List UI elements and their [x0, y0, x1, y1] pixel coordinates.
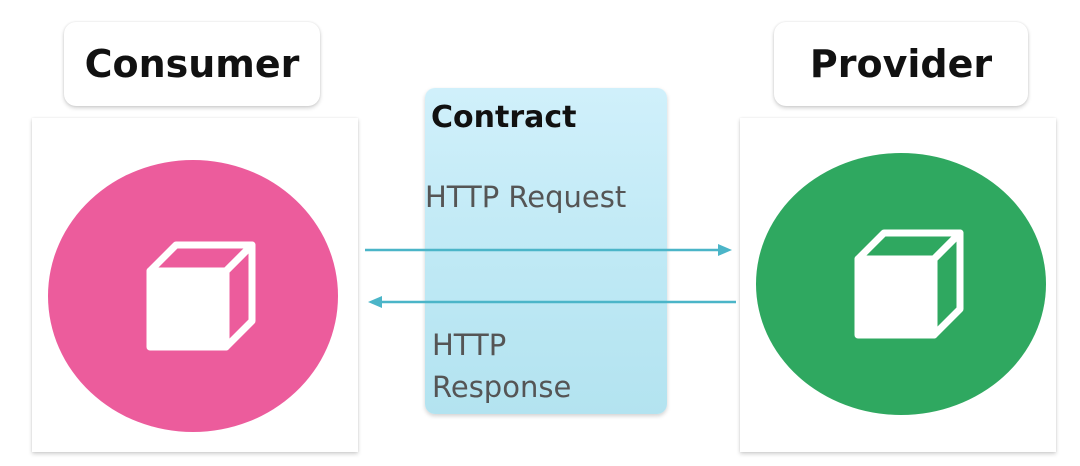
http-response-label: HTTP Response	[432, 324, 652, 408]
contract-title: Contract	[431, 100, 577, 135]
http-request-label: HTTP Request	[425, 180, 627, 214]
provider-circle	[756, 153, 1046, 415]
http-response-label-line1: HTTP	[432, 328, 507, 362]
consumer-circle	[48, 160, 338, 432]
cube-icon	[854, 229, 964, 339]
http-response-label-line2: Response	[432, 370, 572, 404]
cube-icon	[146, 241, 256, 351]
consumer-label: Consumer	[64, 22, 320, 106]
provider-label: Provider	[774, 22, 1028, 106]
